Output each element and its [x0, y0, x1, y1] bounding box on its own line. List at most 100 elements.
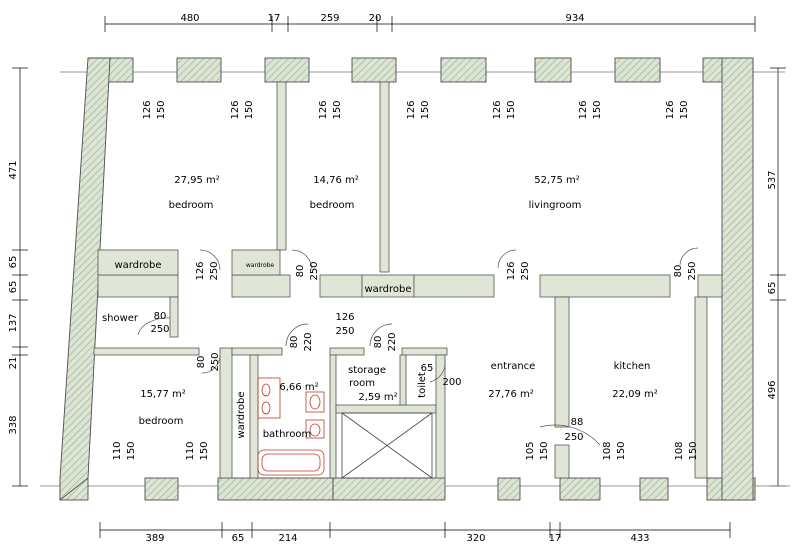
door-kitchen-inner-a: 88 — [571, 417, 584, 428]
dim-left-3: 65 — [8, 281, 19, 294]
door-bath-a: 80 — [289, 336, 300, 349]
win-top-7-b: 150 — [679, 100, 690, 119]
misc-labels: wardrobe wardrobe wardrobe shower wardro… — [102, 260, 428, 439]
room-kitchen-name: kitchen — [614, 361, 651, 372]
toilet-label: toilet — [417, 372, 428, 398]
dim-right-1: 537 — [767, 170, 778, 189]
win-bottom-1-b: 150 — [126, 441, 137, 460]
dim-bottom-4: 320 — [466, 533, 485, 544]
room-bathroom-name: bathroom — [263, 429, 312, 440]
win-bottom-4-b: 150 — [616, 441, 627, 460]
door-toilet-a: 65 — [421, 363, 434, 374]
door-corridor-a: 126 — [335, 312, 354, 323]
room-entrance-name: entrance — [491, 361, 536, 372]
dimension-right: 537 65 496 — [767, 67, 786, 487]
window-labels-bottom: 110 150 110 150 105 150 108 150 108 150 — [112, 441, 699, 460]
room-bedroom-2-area: 14,76 m² — [313, 175, 359, 186]
room-bedroom-2-name: bedroom — [310, 200, 355, 211]
dim-top-1: 480 — [180, 13, 199, 24]
door-kitchen-inner-b: 250 — [564, 432, 583, 443]
dim-top-3: 259 — [320, 13, 339, 24]
win-top-1-b: 150 — [156, 100, 167, 119]
door-bed2-a: 80 — [295, 265, 306, 278]
dim-bottom-5: 17 — [549, 533, 562, 544]
wardrobe-vertical-label: wardrobe — [236, 391, 247, 438]
door-bed1-a: 126 — [195, 261, 206, 280]
door-kitchen-a: 80 — [673, 265, 684, 278]
door-living-b: 250 — [520, 261, 531, 280]
wardrobe-label-2: wardrobe — [246, 262, 275, 269]
room-kitchen-area: 22,09 m² — [612, 389, 658, 400]
dim-left-6: 338 — [8, 415, 19, 434]
room-livingroom-name: livingroom — [529, 200, 582, 211]
win-top-1-a: 126 — [142, 100, 153, 119]
win-bottom-3-b: 150 — [539, 441, 550, 460]
door-bed3-b: 250 — [210, 352, 221, 371]
room-storage-name-1: storage — [348, 365, 386, 376]
win-top-7-a: 126 — [665, 100, 676, 119]
win-top-3-b: 150 — [332, 100, 343, 119]
dim-bottom-3: 214 — [278, 533, 297, 544]
dim-left-2: 65 — [8, 256, 19, 269]
dimension-left: 471 65 65 137 21 338 — [8, 67, 28, 487]
dim-bottom-2: 65 — [232, 533, 245, 544]
wardrobe-label-1: wardrobe — [114, 260, 161, 271]
door-corridor-b: 250 — [335, 326, 354, 337]
win-bottom-5-b: 150 — [688, 441, 699, 460]
win-top-3-a: 126 — [318, 100, 329, 119]
room-bedroom-1-name: bedroom — [169, 200, 214, 211]
win-top-2-b: 150 — [244, 100, 255, 119]
dim-right-3: 496 — [767, 380, 778, 399]
dim-left-1: 471 — [8, 160, 19, 179]
room-bathroom-area: 6,66 m² — [279, 382, 318, 393]
room-livingroom-area: 52,75 m² — [534, 175, 580, 186]
bathroom-fixtures — [257, 377, 325, 476]
dim-top-2: 17 — [268, 13, 281, 24]
win-top-6-a: 126 — [578, 100, 589, 119]
door-bed3-a: 80 — [196, 356, 207, 369]
win-top-6-b: 150 — [592, 100, 603, 119]
dim-top-5: 934 — [565, 13, 584, 24]
wardrobe-label-3: wardrobe — [364, 284, 411, 295]
room-bedroom-3-name: bedroom — [139, 416, 184, 427]
win-top-4-b: 150 — [420, 100, 431, 119]
door-living-a: 126 — [506, 261, 517, 280]
room-labels: 27,95 m² bedroom 14,76 m² bedroom 52,75 … — [139, 175, 658, 440]
win-top-5-b: 150 — [506, 100, 517, 119]
room-storage-name-2: room — [349, 378, 375, 389]
room-entrance-area: 27,76 m² — [488, 389, 534, 400]
win-bottom-3-a: 105 — [525, 441, 536, 460]
win-bottom-4-a: 108 — [602, 441, 613, 460]
win-top-4-a: 126 — [406, 100, 417, 119]
dimension-bottom: 389 65 214 320 17 433 — [99, 522, 731, 544]
door-labels: 126 250 80 250 126 250 80 250 80 250 126… — [150, 261, 698, 443]
door-shower-b: 250 — [150, 324, 169, 335]
room-bedroom-3-area: 15,77 m² — [140, 389, 186, 400]
door-toilet-b: 200 — [442, 377, 461, 388]
door-bath-b: 220 — [303, 332, 314, 351]
dim-bottom-1: 389 — [145, 533, 164, 544]
win-top-5-a: 126 — [492, 100, 503, 119]
win-bottom-5-a: 108 — [674, 441, 685, 460]
dim-left-4: 137 — [8, 313, 19, 332]
win-bottom-1-a: 110 — [112, 441, 123, 460]
win-bottom-2-a: 110 — [185, 441, 196, 460]
dim-right-2: 65 — [767, 282, 778, 295]
room-bedroom-1-area: 27,95 m² — [174, 175, 220, 186]
dimension-top: 480 17 259 20 934 — [104, 13, 756, 32]
door-shower-a: 80 — [154, 311, 167, 322]
door-storage-b: 220 — [387, 332, 398, 351]
room-storage-area: 2,59 m² — [358, 392, 397, 403]
win-top-2-a: 126 — [230, 100, 241, 119]
dim-top-4: 20 — [369, 13, 382, 24]
door-bed1-b: 250 — [209, 261, 220, 280]
door-bed2-b: 250 — [309, 261, 320, 280]
dim-bottom-6: 433 — [630, 533, 649, 544]
shaft — [341, 412, 433, 479]
door-arcs — [137, 247, 699, 446]
door-kitchen-b: 250 — [687, 261, 698, 280]
dim-left-5: 21 — [8, 357, 19, 370]
shower-label: shower — [102, 313, 139, 324]
win-bottom-2-b: 150 — [199, 441, 210, 460]
